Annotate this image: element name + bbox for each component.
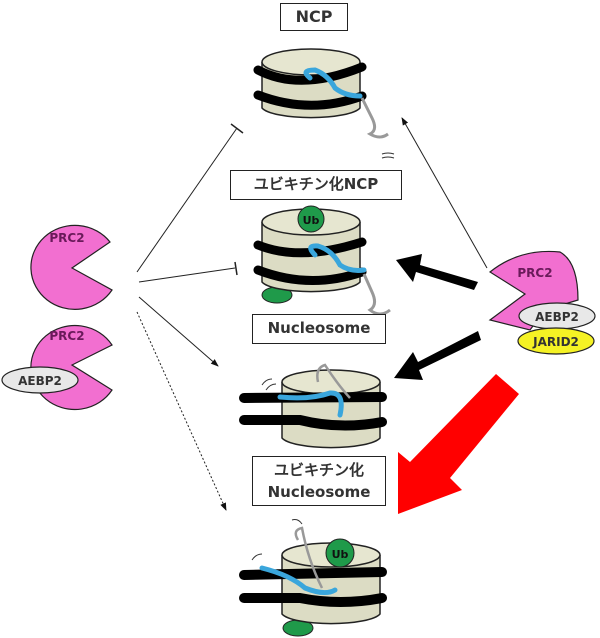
- jarid2-label: JARID2: [532, 335, 579, 349]
- activation-arrow-nucleosome: [138, 296, 219, 367]
- left-relations: [136, 123, 244, 511]
- ubiquitin-label: Ub: [303, 214, 320, 227]
- inhibition-bar: [234, 261, 238, 276]
- ubiquitin-label: Ub: [332, 548, 349, 561]
- ncp-nucleosome: [253, 48, 395, 159]
- dna-strand: [239, 593, 387, 607]
- ncp-label: NCP: [280, 3, 348, 31]
- aebp2-label: AEBP2: [535, 310, 579, 324]
- ubiquitin: [297, 205, 325, 233]
- aebp2-label: AEBP2: [18, 374, 62, 388]
- histone-tail-free: [362, 273, 391, 316]
- histone-tail-bound: [259, 565, 338, 596]
- weak-activation-arrow-ncp: [401, 117, 488, 269]
- prc2-aebp2-complex: PRC2 AEBP2: [1, 324, 113, 411]
- ub-nucleosome-label: ユビキチン化 Nucleosome: [252, 456, 386, 506]
- nucleosome-label: Nucleosome: [252, 314, 386, 344]
- ub-nucleosome: Ub: [239, 519, 387, 637]
- histone-tail-free: [360, 97, 389, 139]
- histone-top: [261, 48, 361, 76]
- strong-arrow-ub-ncp: [396, 254, 478, 290]
- ubiquitin: [325, 538, 355, 568]
- ub-ncp-label: ユビキチン化NCP: [230, 170, 402, 200]
- inhibition-bar: [230, 123, 244, 134]
- ub-nucleosome-label-line1: ユビキチン化: [273, 461, 364, 479]
- dna-strand: [253, 237, 367, 258]
- dna-strand: [239, 415, 387, 431]
- right-relations: [394, 117, 519, 514]
- aebp2-subunit: [1, 366, 79, 394]
- ub-nucleosome-label-line2: Nucleosome: [267, 483, 371, 501]
- histone-tail-bound: [277, 390, 344, 418]
- inhibition-line-ncp: [136, 127, 238, 273]
- prc2-label: PRC2: [49, 231, 84, 245]
- jarid2-subunit: [517, 327, 595, 355]
- dna-strand: [239, 567, 387, 580]
- dna-strand: [253, 90, 367, 110]
- motion-lines: [381, 152, 395, 159]
- dna-strand: [253, 62, 367, 85]
- weak-activation-arrow-ub-nucleosome: [136, 311, 227, 511]
- ub-ncp-nucleosome: Ub: [253, 205, 391, 316]
- histone-tail-free: [294, 526, 324, 589]
- histone-tail-free: [316, 363, 351, 399]
- motion-lines: [251, 519, 303, 561]
- strong-arrow-nucleosome: [394, 331, 481, 380]
- prc2-label: PRC2: [49, 329, 84, 343]
- motion-lines: [261, 378, 277, 391]
- nucleosome: [239, 363, 387, 449]
- red-arrow-ub-nucleosome: [398, 374, 519, 514]
- histone-tail-bound: [308, 243, 367, 273]
- prc2-core-complex: PRC2: [30, 224, 113, 310]
- dna-strand: [253, 265, 367, 286]
- inhibition-line-ub-ncp: [138, 267, 236, 283]
- prc2-aebp2-jarid2-complex: PRC2 AEBP2 JARID2: [488, 250, 596, 355]
- prc2-shape: [30, 224, 113, 310]
- prc2-label: PRC2: [517, 266, 552, 280]
- histone-tail-bound: [303, 67, 363, 99]
